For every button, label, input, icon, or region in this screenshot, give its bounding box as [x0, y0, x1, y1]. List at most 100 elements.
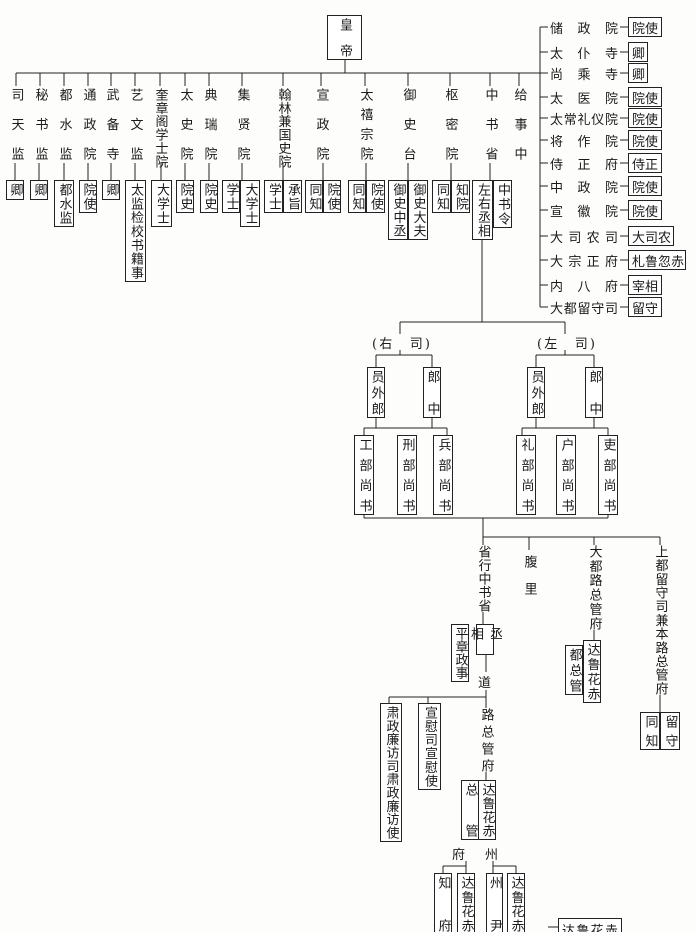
node-text: 院使 — [632, 134, 659, 150]
office-label: 道 — [478, 673, 494, 691]
office-label: 太仆寺 — [550, 43, 618, 62]
official-box: 卿 — [628, 63, 648, 83]
node-text: 侍正府 — [550, 157, 618, 173]
official-box: 中书令 — [493, 180, 512, 228]
node-text: 平章政事 — [452, 627, 468, 679]
node-text: 腹里 — [521, 555, 537, 595]
node-text: 礼部尚书 — [518, 438, 534, 512]
node-text: 院使 — [632, 21, 659, 37]
official-box: 留守 — [628, 297, 662, 317]
official-box: 卿 — [6, 180, 24, 200]
node-text: 路总管府 — [478, 708, 494, 772]
node-text: 太监检校书籍事 — [128, 183, 143, 279]
official-box: 卿 — [628, 42, 648, 62]
node-text: 承旨 — [285, 183, 300, 210]
node-text: 将作院 — [550, 134, 618, 150]
node-text: 御史台 — [400, 88, 416, 160]
node-text: 枢密院 — [442, 88, 458, 160]
official-box: 郎中 — [423, 367, 441, 418]
node-text: 典瑞院 — [201, 88, 217, 160]
office-label: 大宗正府 — [550, 251, 618, 270]
node-text: 司天监 — [8, 88, 24, 160]
official-box: 宰相 — [628, 275, 662, 295]
node-text: 艺文监 — [127, 88, 143, 160]
ministry-box: 吏部尚书 — [598, 435, 618, 515]
node-text: 宣政院 — [313, 88, 329, 160]
official-box: 院使 — [628, 87, 662, 107]
node-text: 院使 — [632, 180, 659, 196]
node-text: 太常礼仪院 — [550, 112, 618, 128]
office-label: 大司农司 — [550, 227, 618, 246]
node-text: 肃政廉访司肃政廉访使 — [383, 706, 399, 839]
official-box: 卿 — [102, 180, 120, 200]
official-box: 丞相 — [468, 624, 502, 655]
office-label: 宣徽院 — [550, 201, 618, 220]
ministry-box: 工部尚书 — [354, 435, 374, 515]
node-text: 太医院 — [550, 91, 618, 107]
official-box: 院使 — [628, 108, 662, 128]
node-text: 院史 — [201, 183, 217, 210]
node-text: 总管 — [462, 783, 478, 837]
node-text: 秘书监 — [32, 88, 48, 160]
node-text: 翰林兼国史院 — [275, 88, 291, 168]
ministry-box: 礼部尚书 — [516, 435, 536, 515]
official-box: 院史 — [176, 180, 194, 213]
office-label: 通政院 — [80, 88, 96, 160]
node-text: 内八府 — [550, 279, 618, 295]
official-box: 院使 — [628, 176, 662, 196]
ministry-box: 刑部尚书 — [397, 435, 417, 515]
office-label: 秘书监 — [32, 88, 48, 160]
branch-label: (左 司) — [537, 334, 595, 352]
office-label: 内八府 — [550, 276, 618, 295]
official-box: 同知 — [432, 180, 451, 213]
official-box: 院使 — [79, 180, 97, 213]
node-text: 太禧宗院 — [357, 88, 373, 160]
official-box: 院史 — [200, 180, 218, 213]
node-text: 院史 — [177, 183, 193, 210]
node-text: 都水监 — [56, 183, 72, 224]
node-text: 达鲁花赤 — [479, 783, 495, 837]
office-box: 宣慰司宣慰使 — [418, 703, 441, 790]
ministry-box: 兵部尚书 — [433, 435, 453, 515]
node-text: 兵部尚书 — [435, 438, 451, 512]
node-text: 丞相 — [468, 627, 502, 640]
node-text: 上都留守司兼本路总管府 — [652, 545, 668, 695]
node-text: 员外郎 — [528, 370, 544, 415]
node-text: 中书令 — [495, 183, 510, 225]
node-text: 刑部尚书 — [399, 438, 415, 512]
node-text: 太仆寺 — [550, 46, 618, 62]
office-label: 给事中 — [511, 88, 527, 160]
node-text: 都总管 — [566, 648, 582, 692]
official-box: 院使 — [323, 180, 341, 213]
office-label: 太禧宗院 — [357, 88, 373, 160]
node-text: 卿 — [103, 183, 119, 196]
node-text: 通政院 — [80, 88, 96, 160]
office-label: 太史院 — [177, 88, 193, 160]
node-text: 御史中丞 — [390, 183, 406, 237]
official-box: 左右丞相 — [472, 180, 493, 240]
official-box: 员外郎 — [367, 367, 385, 418]
emperor-box: 皇帝 — [327, 15, 362, 60]
office-label: 储政院 — [550, 18, 618, 37]
node-text: 储政院 — [550, 21, 618, 37]
office-label: 司天监 — [8, 88, 24, 160]
node-text: 院使 — [632, 112, 659, 128]
node-text: 同知 — [434, 183, 449, 210]
official-box: 院使 — [628, 130, 662, 150]
office-label: 省行中书省 — [475, 545, 491, 612]
node-text: 大都路总管府 — [586, 545, 602, 630]
official-box: 太监检校书籍事 — [125, 180, 146, 282]
node-text: 达鲁花赤 — [458, 876, 474, 932]
node-text: 院使 — [324, 183, 340, 210]
node-text: 给事中 — [511, 88, 527, 160]
node-text: 留守 — [662, 715, 678, 747]
office-label: 府 — [452, 845, 468, 863]
node-text: 大都留守司 — [550, 301, 618, 317]
office-label: 州 — [485, 845, 501, 863]
office-label: 侍正府 — [550, 154, 618, 173]
node-text: 侍正 — [632, 157, 659, 173]
official-box: 同知 — [305, 180, 323, 213]
official-box: 都水监 — [54, 180, 74, 227]
